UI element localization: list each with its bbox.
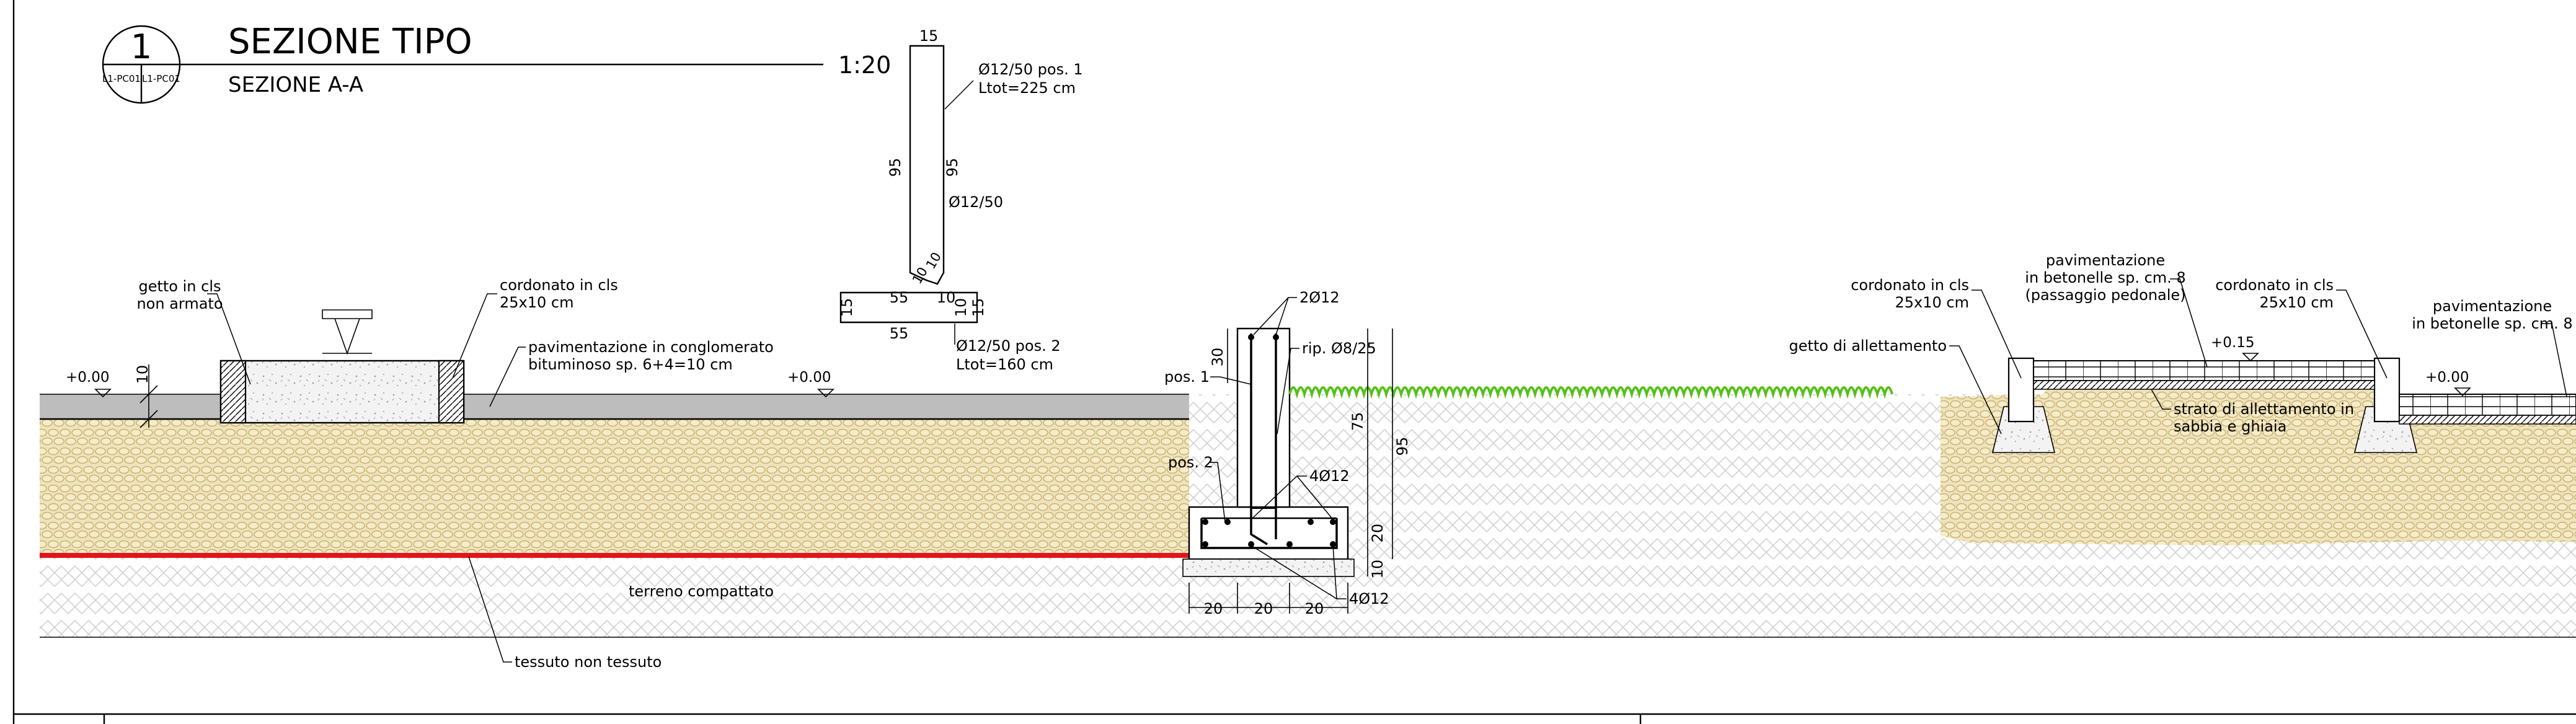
rebar-dots	[1202, 334, 1336, 547]
road-bedding-right	[2399, 415, 2576, 425]
dim-bottom-1: 20	[1204, 600, 1223, 617]
label-curb-r1-2: 25x10 cm	[1895, 294, 1969, 311]
label-paving-2: bituminoso sp. 6+4=10 cm	[528, 356, 733, 373]
label-curb-2: 25x10 cm	[500, 294, 573, 311]
pos1-spec-2: Ltot=225 cm	[978, 79, 1076, 97]
walk-paving	[2033, 360, 2375, 381]
ground-layers	[40, 383, 2576, 638]
pos2-dim-top: 55	[890, 289, 909, 306]
title-block: 1 L1-PC01 L1-PC01 SEZIONE TIPO SEZIONE A…	[102, 22, 891, 104]
dim-wall-30: 30	[1209, 348, 1226, 367]
label-concrete-2: non armato	[136, 295, 223, 312]
label-pos2: pos. 2	[1168, 454, 1213, 471]
road-paving-right	[2399, 394, 2576, 416]
gravel-subbase-left	[40, 419, 1189, 555]
grass-line	[1288, 386, 1893, 399]
sheet-frame	[12, 0, 2576, 724]
footing	[1188, 506, 1349, 560]
sheet-ref-left: L1-PC01	[102, 73, 141, 84]
page-subtitle: SEZIONE A-A	[228, 73, 363, 97]
pos1-dim-left: 95	[887, 158, 904, 177]
label-paving-1: pavimentazione in conglomerato	[528, 338, 774, 356]
pos2-dim-left: 15	[838, 298, 856, 317]
walk-bedding	[2033, 380, 2375, 390]
pos1-bend-a: 10	[910, 265, 931, 286]
pos1-bend-b: 10	[923, 250, 944, 272]
label-top-bars: 2Ø12	[1299, 289, 1340, 306]
level-walk: +0.15	[2211, 335, 2254, 351]
compacted-soil-left	[40, 555, 1187, 637]
label-sand-1: strato di allettamento in	[2174, 400, 2354, 418]
dim-bottom-2: 20	[1254, 600, 1273, 617]
retaining-wall: pos. 1 2Ø12 rip. Ø8/25 pos. 2 4Ø12 4Ø12 …	[1164, 289, 1893, 617]
level-left: +0.00	[66, 369, 109, 386]
pos1-dim-top: 15	[919, 27, 939, 45]
detail-number: 1	[131, 27, 152, 66]
dim-wall-75: 75	[1349, 412, 1366, 431]
label-fabric: tessuto non tessuto	[515, 653, 662, 671]
label-sand-2: sabbia e ghiaia	[2174, 418, 2286, 435]
dim-bottom-3: 20	[1305, 600, 1324, 617]
label-footing-bottom: 4Ø12	[1349, 590, 1389, 607]
pos2-dim-right-b: 15	[970, 298, 987, 317]
label-footing-top: 4Ø12	[1309, 467, 1350, 485]
bar-pos1-in-wall	[1250, 333, 1268, 545]
pos2-spec-1: Ø12/50 pos. 2	[956, 337, 1061, 355]
road-section-left: getto in cls non armato cordonato in cls…	[40, 276, 1189, 671]
walkway-section: cordonato in cls 25x10 cm getto di allet…	[1789, 252, 2576, 453]
label-road-paving-1: pavimentazione	[2433, 298, 2552, 315]
page-title: SEZIONE TIPO	[228, 22, 472, 62]
label-curb-r2-1: cordonato in cls	[2215, 276, 2334, 294]
level-right: +0.00	[2425, 369, 2469, 386]
lean-concrete	[1182, 558, 1355, 577]
sheet-ref-right: L1-PC01	[142, 73, 180, 84]
bar-shape-pos2: 15 55 10 10 15 55 Ø12/50 pos. 2 Ltot=160…	[838, 289, 1061, 373]
dim-footing-10: 10	[1369, 560, 1386, 579]
label-curb-r2-2: 25x10 cm	[2260, 294, 2334, 311]
pos2-dim-bottom: 55	[890, 325, 909, 342]
bollard-symbol	[322, 309, 373, 355]
unreinforced-concrete-base	[219, 360, 465, 424]
pos1-spacing: Ø12/50	[949, 193, 1003, 211]
curb-right-a	[2007, 357, 2035, 423]
asphalt-layer	[40, 394, 1189, 419]
pos1-spec-1: Ø12/50 pos. 1	[978, 61, 1083, 78]
label-pos1: pos. 1	[1164, 368, 1210, 386]
label-curb-1: cordonato in cls	[500, 276, 618, 294]
label-walk-paving-1: pavimentazione	[2046, 252, 2165, 269]
label-walk-paving-2: in betonelle sp. cm. 8	[2025, 269, 2185, 286]
dim-paving-10: 10	[134, 365, 151, 384]
curb-left-b	[438, 360, 465, 424]
curb-right-b	[2373, 357, 2401, 423]
curb-left-a	[219, 360, 247, 424]
pos2-dim-right-a: 10	[952, 298, 970, 317]
label-soil: terreno compattato	[629, 583, 774, 600]
bar-pos2-in-wall	[1200, 518, 1338, 549]
dim-wall-95: 95	[1394, 437, 1411, 456]
label-stirrups: rip. Ø8/25	[1302, 340, 1376, 357]
pos2-spec-2: Ltot=160 cm	[956, 356, 1053, 373]
pos2-dim-inner: 10	[937, 289, 956, 306]
label-walk-paving-3: (passaggio pedonale)	[2025, 286, 2185, 304]
label-curb-r1-1: cordonato in cls	[1851, 276, 1969, 294]
pos1-dim-right: 95	[944, 158, 961, 177]
bar-shape-pos1: 15 95 95 Ø12/50 pos. 1 Ltot=225 cm Ø12/5…	[887, 27, 1083, 286]
wall-stem	[1236, 327, 1291, 508]
label-concrete-1: getto in cls	[138, 278, 221, 295]
level-mid: +0.00	[787, 369, 831, 386]
dim-footing-20: 20	[1369, 524, 1386, 543]
label-bedding: getto di allettamento	[1789, 337, 1947, 355]
drawing-scale: 1:20	[838, 51, 891, 79]
